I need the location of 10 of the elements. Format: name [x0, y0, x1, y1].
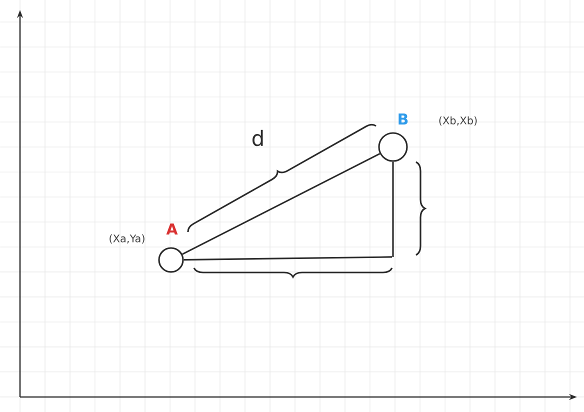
- distance-label: d: [252, 130, 263, 146]
- point-circle: [158, 247, 184, 273]
- line: [392, 162, 394, 257]
- point-circle: [378, 132, 408, 162]
- line: [182, 153, 380, 255]
- point-label: A: [166, 224, 178, 234]
- point-label: (Xb,Xb): [439, 116, 477, 126]
- line: [184, 256, 392, 261]
- point-label: B: [398, 114, 408, 124]
- point-label: (Xa,Ya): [110, 234, 144, 244]
